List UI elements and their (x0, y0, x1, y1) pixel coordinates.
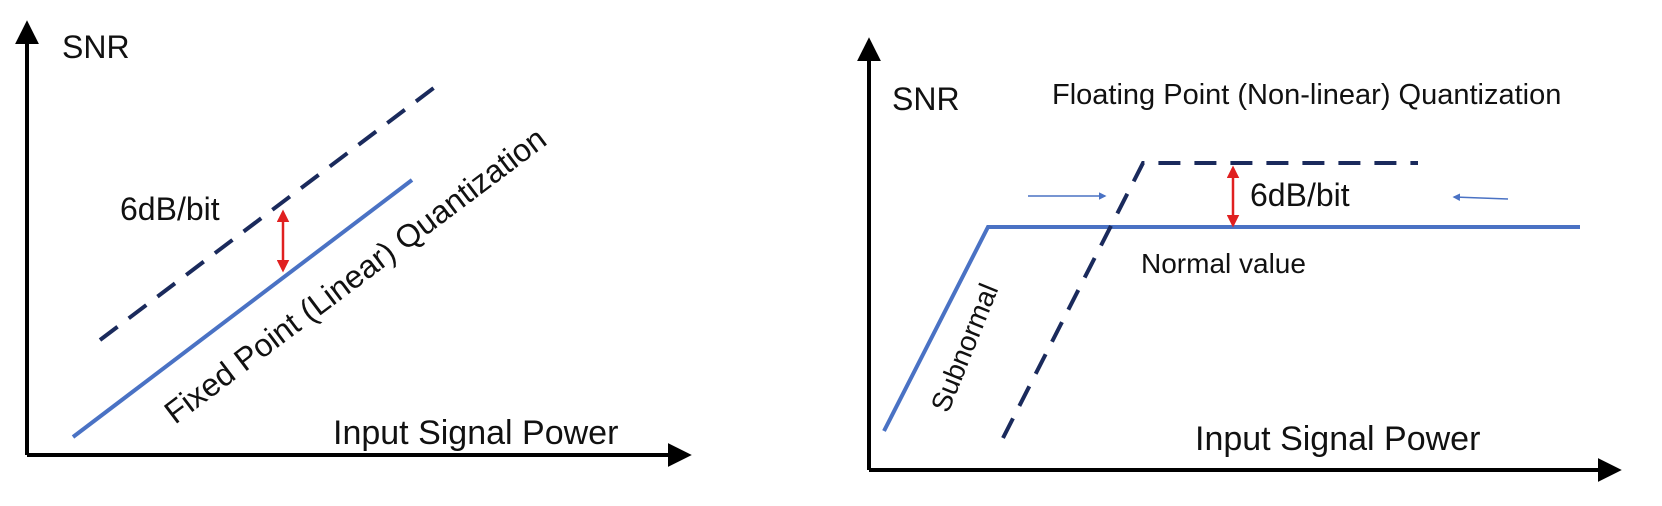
right-panel: SNR Floating Point (Non-linear) Quantiza… (857, 37, 1622, 482)
left-panel: SNR Input Signal Power 6dB/bit Fixed Poi… (14, 20, 692, 467)
right-gap-label: 6dB/bit (1250, 177, 1350, 213)
fixed-point-solid-line (71, 178, 414, 439)
right-pointer-arrow (1452, 193, 1509, 201)
left-x-axis-label: Input Signal Power (333, 414, 618, 452)
left-y-axis-label: SNR (62, 29, 130, 65)
floating-point-dashed-line (1001, 161, 1418, 439)
subnormal-label: Subnormal (925, 279, 1004, 416)
floating-point-solid-line (882, 225, 1580, 432)
left-gap-label: 6dB/bit (120, 191, 220, 227)
right-x-axis-label: Input Signal Power (1195, 420, 1480, 458)
fixed-point-line-label: Fixed Point (Linear) Quantization (158, 120, 553, 430)
right-title: Floating Point (Non-linear) Quantization (1052, 79, 1561, 111)
right-y-axis-label: SNR (892, 81, 960, 117)
normal-value-label: Normal value (1141, 248, 1306, 279)
